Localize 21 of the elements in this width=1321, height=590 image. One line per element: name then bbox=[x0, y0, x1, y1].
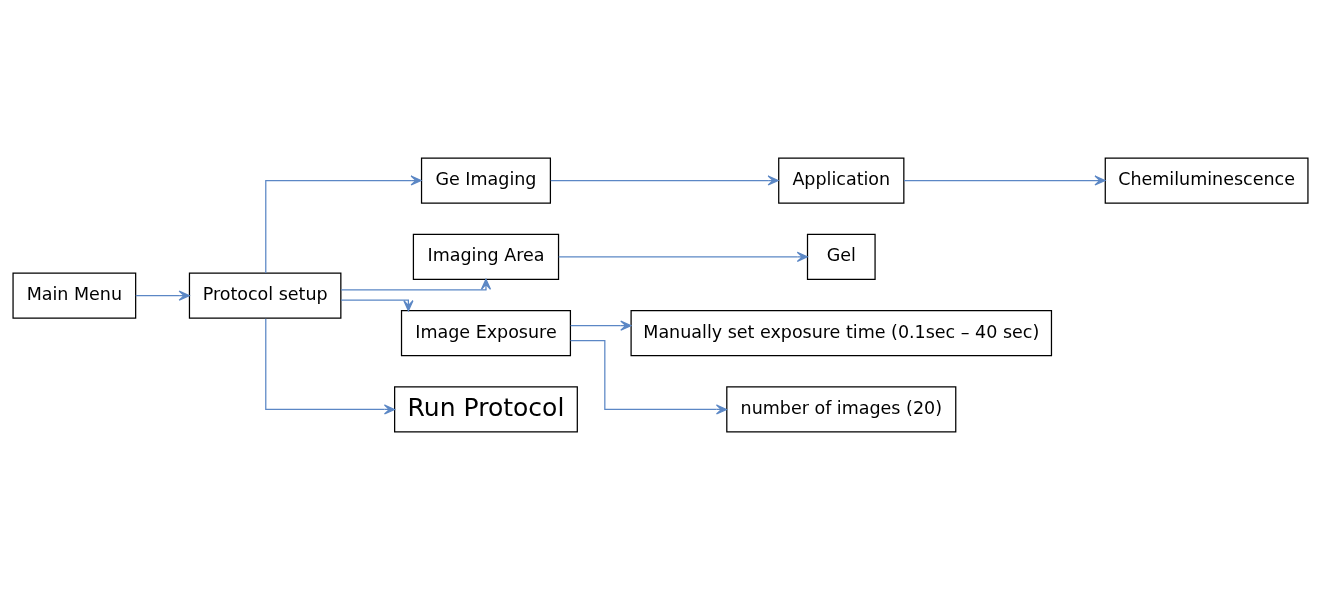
node-box: Chemiluminescence bbox=[1104, 157, 1309, 204]
node-box: Main Menu bbox=[12, 272, 137, 319]
node-box: Ge Imaging bbox=[420, 157, 552, 204]
arrow bbox=[340, 278, 492, 291]
arrow bbox=[265, 175, 422, 274]
arrow bbox=[570, 320, 632, 331]
arrow bbox=[903, 175, 1106, 186]
arrow bbox=[558, 251, 808, 262]
arrow bbox=[550, 175, 779, 186]
node-box: Protocol setup bbox=[188, 272, 342, 319]
arrow bbox=[569, 340, 728, 415]
node-box: Gel bbox=[806, 233, 876, 280]
node-box: Image Exposure bbox=[400, 310, 572, 357]
node-box: Application bbox=[778, 157, 905, 204]
node-box: Manually set exposure time (0.1sec – 40 sec) bbox=[630, 310, 1053, 357]
arrow bbox=[135, 290, 190, 301]
arrow bbox=[340, 299, 414, 312]
node-box: Imaging Area bbox=[412, 233, 560, 280]
node-box: number of images (20) bbox=[726, 386, 957, 433]
arrow bbox=[265, 318, 396, 415]
node-box: Run Protocol bbox=[394, 386, 578, 433]
